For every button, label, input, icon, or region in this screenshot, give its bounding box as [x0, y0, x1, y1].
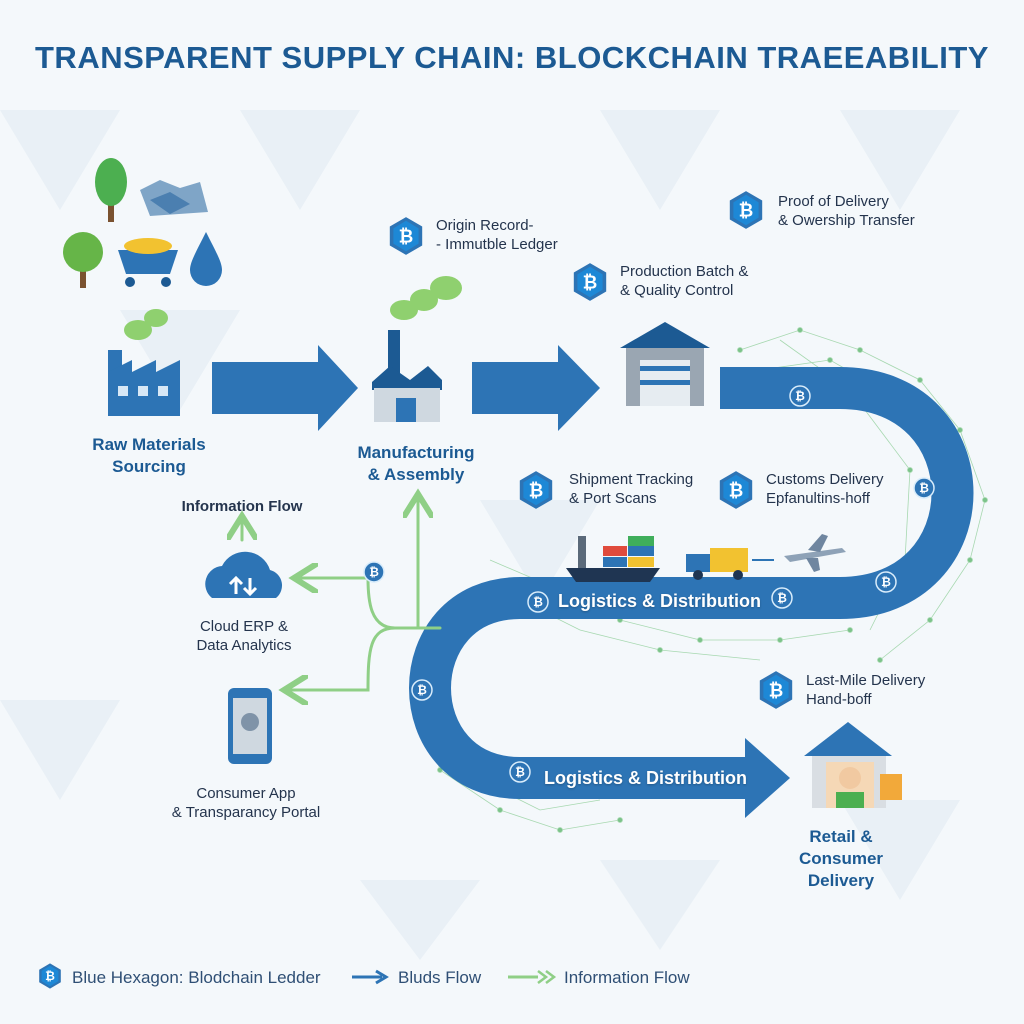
cloud-erp-label: Cloud ERP & Data Analytics	[196, 618, 292, 654]
airplane-icon	[784, 534, 846, 572]
road-arrowhead	[745, 738, 790, 818]
stage-raw-materials: Raw Materials Sourcing	[92, 435, 206, 476]
svg-text:₿: ₿	[919, 481, 929, 495]
legend-graphics	[39, 963, 557, 989]
flow-arrow-2	[472, 345, 600, 431]
cloud-sync-icon	[205, 551, 283, 598]
legend-hexagon-label: Blue Hexagon: Blodchain Ledder	[72, 968, 321, 987]
label-last-mile: Last-Mile Delivery Hand-boff	[806, 672, 926, 708]
factory-manufacturing-icon	[372, 276, 462, 422]
label-origin-record: Origin Record- - Immutble Ledger	[436, 217, 558, 253]
svg-text:₿: ₿	[515, 765, 525, 779]
retail-store-icon	[804, 722, 902, 808]
raw-materials-icons	[63, 158, 222, 288]
stage-manufacturing: Manufacturing & Assembly	[357, 443, 475, 484]
svg-text:₿: ₿	[369, 565, 379, 579]
label-shipment-tracking: Shipment Tracking & Port Scans	[569, 471, 694, 507]
flow-arrow-1	[212, 345, 358, 431]
svg-text:₿: ₿	[533, 595, 543, 609]
cargo-ship-icon	[566, 536, 660, 582]
label-production-batch: Production Batch & & Quality Control	[620, 263, 749, 299]
svg-text:₿: ₿	[881, 575, 891, 589]
factory-raw-icon	[108, 309, 180, 416]
information-flow-label: Information Flow	[181, 498, 303, 515]
page-title: TRANSPARENT SUPPLY CHAIN: BLOCKCHAIN TRA…	[35, 40, 989, 75]
road-label-logistics-1: Logistics & Distribution	[558, 591, 762, 611]
consumer-app-label: Consumer App & Transparancy Portal	[171, 785, 321, 821]
legend-goods-flow-label: Bluds Flow	[398, 968, 482, 987]
road-label-logistics-2: Logistics & Distribution	[544, 768, 748, 788]
svg-text:₿: ₿	[777, 591, 787, 605]
truck-icon	[686, 548, 774, 580]
label-customs-delivery: Customs Delivery Epfanultins-hoff	[766, 471, 884, 507]
label-proof-of-delivery: Proof of Delivery & Owership Transfer	[778, 193, 915, 229]
svg-text:₿: ₿	[417, 683, 427, 697]
smartphone-icon	[228, 688, 272, 764]
stage-retail: Retail & Consumer Delivery	[798, 827, 884, 890]
warehouse-icon	[620, 322, 710, 406]
logistics-road	[409, 367, 974, 799]
legend-info-flow-label: Information Flow	[564, 968, 690, 987]
svg-text:₿: ₿	[795, 389, 805, 403]
